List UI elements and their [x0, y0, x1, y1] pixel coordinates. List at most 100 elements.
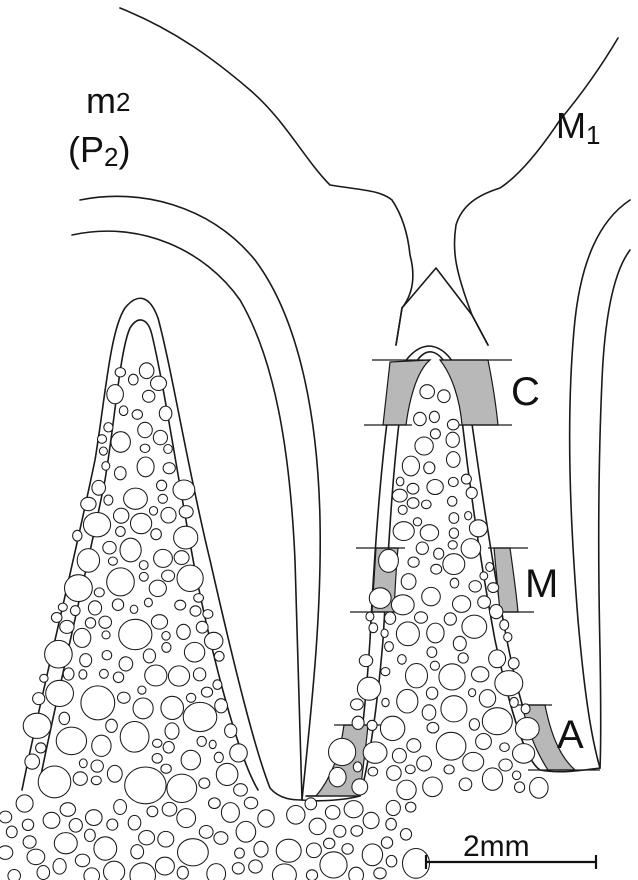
trabecular-bubble	[60, 620, 74, 633]
trabecular-bubble	[406, 802, 416, 812]
trabecular-bubble	[405, 765, 415, 774]
trabecular-bubble	[183, 702, 217, 731]
trabecular-bubble	[422, 587, 441, 605]
trabecular-bubble	[161, 696, 184, 719]
trabecular-bubble	[99, 616, 112, 628]
trabecular-bubble	[461, 474, 471, 484]
trabecular-bubble	[306, 870, 317, 880]
trabecular-bubble	[447, 452, 461, 468]
trabecular-bubble	[114, 800, 127, 815]
central-septum-crest-inner	[396, 268, 488, 345]
trabecular-bubble	[22, 819, 33, 830]
trabecular-bubble	[145, 665, 167, 686]
trabecular-bubble	[422, 705, 436, 720]
trabecular-bubble	[334, 825, 346, 837]
trabecular-bubble	[369, 623, 378, 633]
trabecular-bubble	[276, 839, 301, 862]
trabecular-bubble	[444, 765, 454, 774]
trabecular-bubble	[154, 549, 173, 567]
trabecular-bubble	[164, 445, 173, 454]
trabecular-bubble	[414, 412, 427, 425]
trabecular-bubble	[530, 777, 549, 798]
trabecular-bubble	[386, 855, 397, 867]
trabecular-bubble	[161, 507, 176, 523]
trabecular-bubble	[462, 615, 487, 638]
trabecular-bubble	[92, 735, 111, 756]
trabecular-bubble	[427, 647, 437, 658]
trabecular-bubble	[178, 839, 209, 866]
trabecular-bubble	[453, 636, 466, 650]
trabecular-bubble	[463, 752, 484, 771]
trabecular-bubble	[86, 810, 103, 826]
trabecular-bubble	[398, 655, 407, 665]
label-m1: M1	[556, 105, 600, 150]
trabecular-bubble	[163, 742, 174, 754]
trabecular-bubble	[444, 613, 456, 625]
trabecular-bubble	[254, 841, 268, 857]
trabecular-bubble	[398, 505, 407, 514]
trabecular-bubble	[177, 565, 203, 591]
trabecular-bubble	[426, 687, 437, 699]
trabecular-bubble	[244, 797, 257, 809]
trabecular-bubble	[36, 743, 46, 753]
trabecular-bubble	[478, 596, 491, 609]
trabecular-bubble	[92, 480, 106, 495]
trabecular-bubble	[436, 732, 466, 760]
trabecular-bubble	[120, 722, 149, 753]
trabecular-bubble	[51, 613, 62, 623]
trabecular-bubble	[79, 759, 87, 768]
trabecular-bubble	[413, 518, 421, 526]
trabecular-bubble	[466, 487, 477, 498]
trabecular-bubble	[60, 803, 75, 817]
trabecular-bubble	[400, 829, 411, 841]
trabecular-bubble	[396, 477, 404, 486]
trabecular-bubble	[382, 698, 389, 706]
trabecular-bubble	[500, 743, 510, 752]
trabecular-bubble	[165, 723, 179, 739]
trabecular-bubble	[465, 512, 472, 520]
trabecular-bubble	[40, 674, 48, 682]
trabecular-bubble	[427, 722, 439, 733]
trabecular-bubble	[104, 495, 113, 505]
trabecular-bubble	[54, 833, 77, 854]
trabecular-bubble	[119, 657, 133, 671]
trabecular-bubble	[232, 863, 244, 874]
trabecular-bubble	[114, 508, 129, 523]
trabecular-bubble	[486, 563, 494, 572]
trabecular-bubble	[186, 693, 195, 702]
trabecular-bubble	[515, 718, 539, 740]
trabecular-bubble	[392, 489, 407, 502]
trabecular-bubble	[0, 811, 12, 823]
trabecular-bubble	[214, 651, 224, 661]
trabecular-bubble	[424, 462, 435, 474]
trabecular-bubble	[151, 529, 162, 540]
trabecular-bubble	[449, 528, 458, 538]
trabecular-bubble	[324, 838, 335, 848]
trabecular-bubble	[406, 664, 428, 688]
trabecular-bubble	[102, 631, 110, 639]
label-level-m: M	[525, 562, 558, 606]
trabecular-bubble	[162, 632, 170, 641]
trabecular-bubble	[216, 763, 238, 785]
trabecular-bubble	[415, 612, 428, 623]
trabecular-bubble	[106, 719, 118, 732]
trabecular-bubble	[490, 605, 503, 619]
trabecular-bubble	[349, 867, 364, 880]
trabecular-bubble	[407, 498, 419, 509]
upper-tissue-outer-contour	[120, 8, 413, 308]
trabecular-bubble	[352, 716, 364, 729]
trabecular-bubble	[439, 664, 465, 690]
trabecular-bubble	[366, 612, 374, 621]
trabecular-bubble	[65, 575, 93, 602]
trabecular-bubble	[85, 829, 96, 841]
trabecular-bubble	[447, 419, 459, 430]
trabecular-bubble	[130, 605, 138, 613]
trabecular-bubble	[159, 406, 172, 421]
trabecular-bubble	[320, 852, 347, 878]
trabecular-bubble	[177, 624, 191, 639]
trabecular-bubble	[25, 754, 40, 769]
trabecular-bubble	[396, 622, 419, 646]
trabecular-bubble	[515, 782, 525, 793]
trabecular-bubble	[94, 837, 117, 860]
trabecular-bubble	[43, 812, 60, 828]
